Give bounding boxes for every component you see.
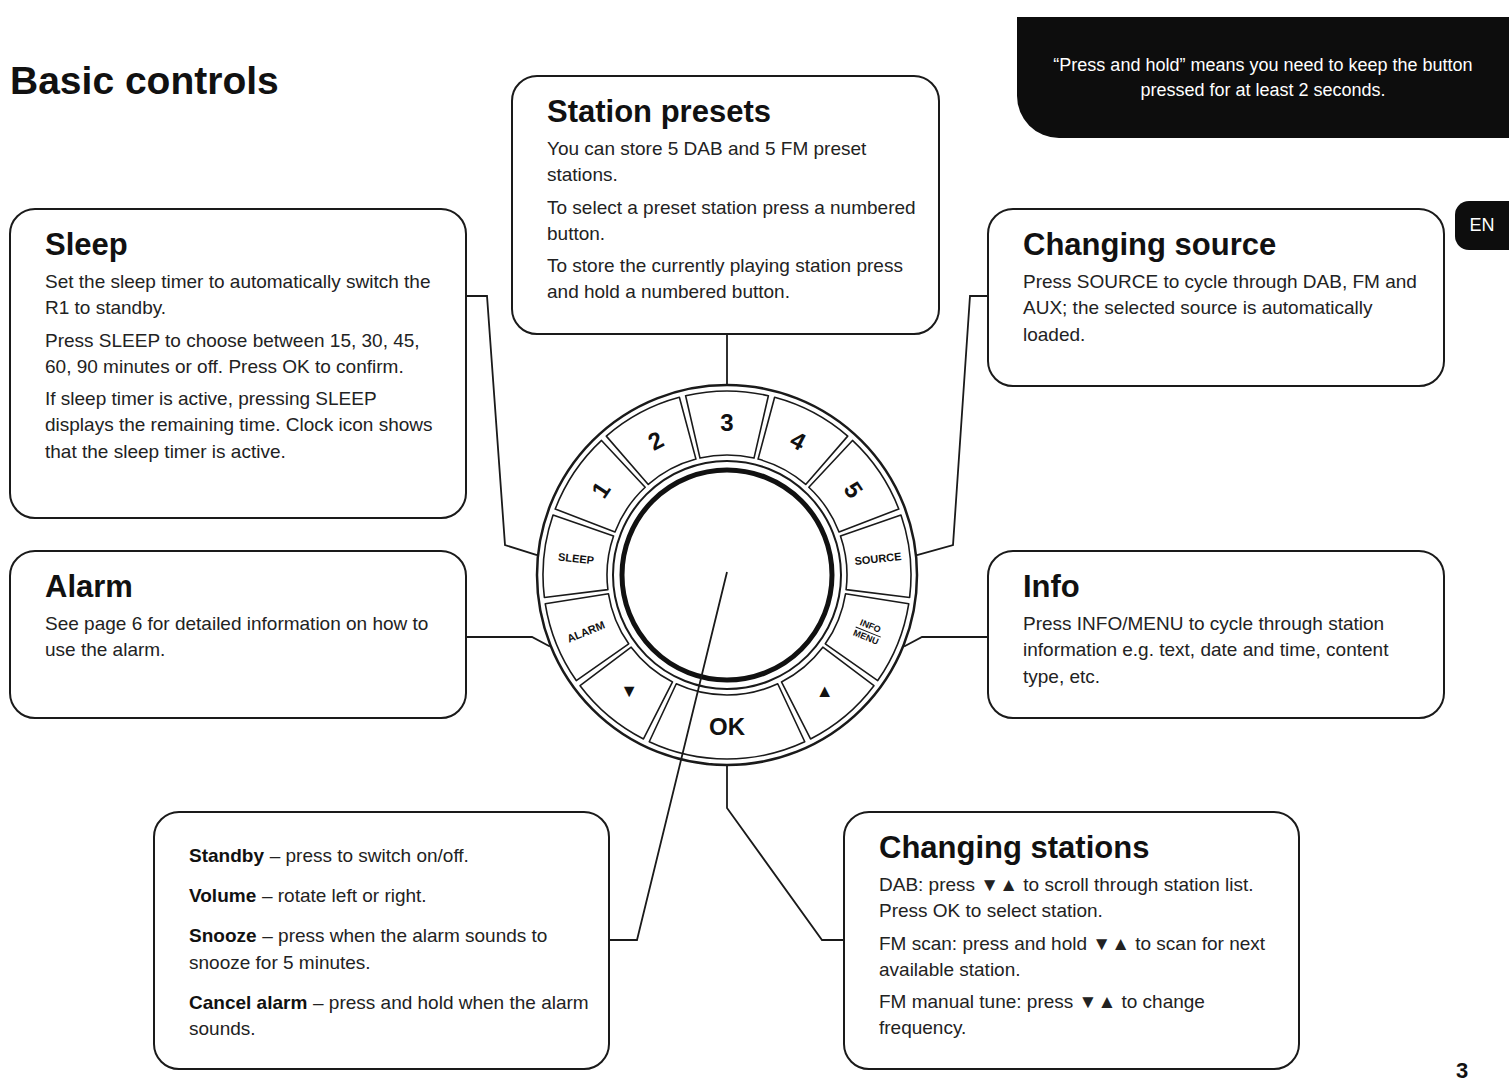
button-label-holder: ▼ [620,682,638,700]
box-text: To select a preset station press a numbe… [547,195,920,247]
button-label: 4 [787,427,810,454]
box-heading: Info [1023,568,1425,605]
box-text: DAB: press ▼▲ to scroll through station … [879,872,1280,924]
callout-box: Changing sourcePress SOURCE to cycle thr… [987,208,1445,387]
tab-text: EN [1469,215,1494,236]
callout-box: Changing stationsDAB: press ▼▲ to scroll… [843,811,1300,1070]
button-label-holder: 3 [720,411,733,435]
box-heading: Alarm [45,568,447,605]
box-text: To store the currently playing station p… [547,253,920,305]
preset-button: 2 [604,395,698,487]
control-item: Standby – press to switch on/off. [189,843,590,869]
button-label-holder: ALARM [566,619,607,644]
note-text: “Press and hold” means you need to keep … [1053,53,1473,102]
preset-button: 3 [683,389,771,461]
leader-line [467,296,537,555]
arrow-button: ▲ [779,645,876,741]
box-text: Press INFO/MENU to cycle through station… [1023,611,1425,690]
box-text: If sleep timer is active, pressing SLEEP… [45,386,447,465]
button-label-holder: ▲ [816,682,834,700]
leader-line [917,296,987,555]
button-label-holder: 2 [644,427,667,454]
box-text: Press SOURCE to cycle through DAB, FM an… [1023,269,1425,348]
button-segment [758,397,848,484]
box-heading: Station presets [547,93,920,130]
box-heading: Changing source [1023,226,1425,263]
callout-box: Station presetsYou can store 5 DAB and 5… [511,75,940,335]
button-label: ▲ [816,682,834,700]
button-segment [649,684,805,759]
arrow-button: ▼ [578,645,675,741]
button-label: ALARM [566,619,607,644]
page-title: Basic controls [10,58,279,105]
box-text: Set the sleep timer to automatically swi… [45,269,447,321]
button-label: 2 [644,427,667,454]
button-segment [686,391,769,458]
button-label: OK [709,715,745,739]
box-text: See page 6 for detailed information on h… [45,611,447,663]
button-label: SLEEP [557,552,594,567]
alarm-button: ALARM [543,591,631,683]
knob-leader-line [610,572,727,940]
button-segment [781,647,873,739]
box-text: Press SLEEP to choose between 15, 30, 45… [45,328,447,380]
sleep-button: SLEEP [541,513,616,600]
callout-box: Standby – press to switch on/off. Volume – … [153,811,610,1070]
box-text: FM scan: press and hold ▼▲ to scan for n… [879,931,1280,983]
control-description: – press to switch on/off. [270,845,469,866]
button-label-holder: INFOMENU [852,617,884,646]
language-tab: EN [1455,201,1509,250]
button-label: 1 [587,478,614,502]
button-segment [825,594,908,681]
button-segment [606,397,696,484]
button-label-holder: 1 [587,478,614,502]
control-name: Snooze [189,925,257,946]
button-label-holder: 5 [839,478,866,502]
button-segment [840,515,911,597]
page-number: 3 [1456,1060,1468,1082]
box-heading: Sleep [45,226,447,263]
button-label-holder: OK [709,715,745,739]
control-name: Standby [189,845,264,866]
preset-button: 4 [756,395,850,487]
button-label: 3 [720,411,733,435]
leader-line [904,637,987,647]
leader-line [467,637,550,647]
callout-box: AlarmSee page 6 for detailed information… [9,550,467,719]
box-text: FM manual tune: press ▼▲ to change frequ… [879,989,1280,1041]
box-heading: Changing stations [879,829,1280,866]
callout-box: SleepSet the sleep timer to automaticall… [9,208,467,519]
button-segment [580,647,672,739]
button-segment [543,515,614,597]
ok-button: OK [647,681,807,761]
note-banner: “Press and hold” means you need to keep … [1017,17,1509,138]
button-label-holder: SOURCE [854,551,902,567]
button-segment [545,594,628,681]
button-label-holder: SLEEP [557,552,594,567]
button-label: ▼ [620,682,638,700]
button-label: 5 [839,478,866,502]
box-text: You can store 5 DAB and 5 FM preset stat… [547,136,920,188]
control-item: Volume – rotate left or right. [189,883,590,909]
button-label-holder: 4 [787,427,810,454]
control-item: Snooze– press when the alarm sounds to s… [189,923,590,975]
info-button: INFOMENU [823,591,911,683]
source-button: SOURCE [838,513,913,600]
control-item: Cancel alarm– press and hold when the al… [189,990,590,1042]
leader-line [727,766,843,940]
button-label: SOURCE [854,551,902,567]
callout-box: InfoPress INFO/MENU to cycle through sta… [987,550,1445,719]
button-segment [809,440,899,532]
control-description: – rotate left or right. [262,885,427,906]
control-name: Cancel alarm [189,992,307,1013]
button-segment [555,440,645,532]
leader-line [726,335,728,384]
control-name: Volume [189,885,256,906]
